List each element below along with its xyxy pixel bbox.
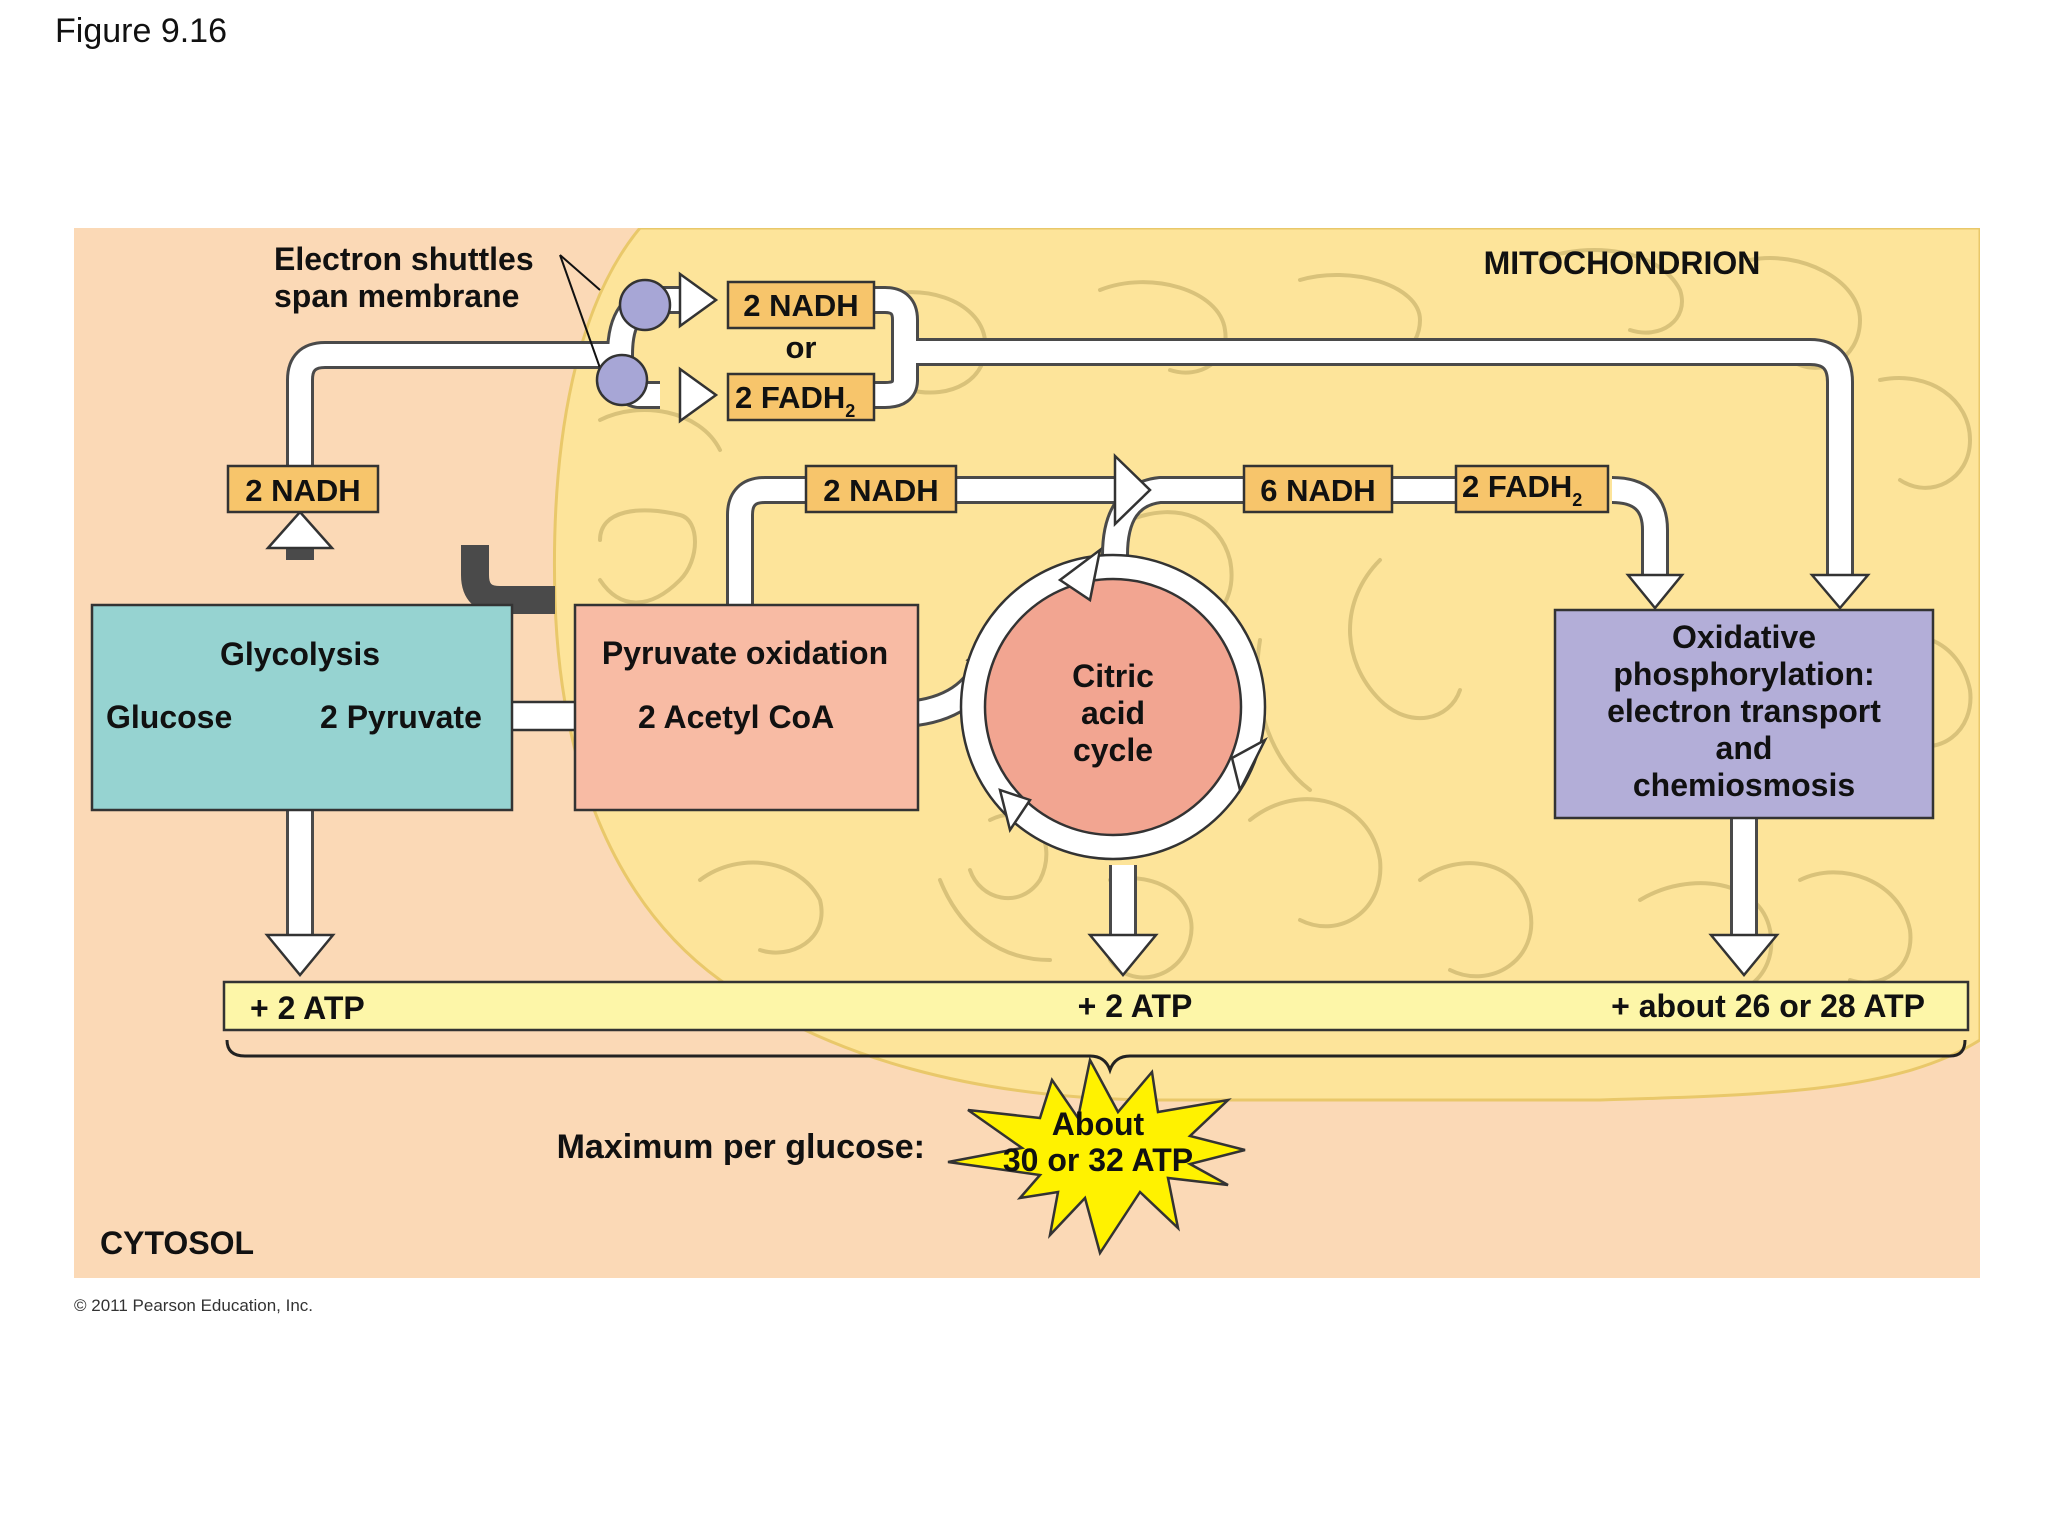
flow-tubes (286, 286, 1854, 935)
total-label: Maximum per glucose: (557, 1128, 925, 1166)
arrow-up-icon (265, 510, 335, 550)
arrow-down-icon (1087, 933, 1159, 977)
citric-nadh: 6 NADH (1260, 473, 1375, 508)
pyruvate-ox-output: 2 Acetyl CoA (638, 699, 834, 735)
glycolysis-nadh: 2 NADH (245, 473, 360, 508)
oxphos-line5: chemiosmosis (1633, 767, 1855, 803)
shuttle-circle-icon (595, 353, 649, 407)
oxphos-line2: phosphorylation: (1613, 656, 1874, 692)
citric-line2: acid (1081, 695, 1145, 731)
citric-fadh2: 2 FADH2 (1462, 469, 1582, 510)
arrow-down-icon (1708, 933, 1780, 977)
pyruvate-ox-title: Pyruvate oxidation (602, 635, 888, 671)
arrow-right-icon (678, 271, 719, 329)
copyright: © 2011 Pearson Education, Inc. (74, 1296, 314, 1315)
shuttle-label-line1: Electron shuttles (274, 241, 534, 277)
shuttle-nadh: 2 NADH (743, 288, 858, 323)
oxphos-atp: + about 26 or 28 ATP (1611, 988, 1925, 1024)
arrow-down-icon (1809, 573, 1871, 610)
cycle-arrow-icon (1057, 547, 1102, 603)
total-line1: About (1052, 1106, 1145, 1142)
atp-bar: + 2 ATP + 2 ATP + about 26 or 28 ATP (222, 980, 1970, 1032)
starburst-icon (947, 1056, 1246, 1257)
arrow-right-icon (1113, 453, 1152, 527)
oxphos-line1: Oxidative (1672, 619, 1816, 655)
glycolysis-box: Glycolysis Glucose 2 Pyruvate (90, 603, 514, 812)
oxphos-line4: and (1716, 730, 1773, 766)
pyruvate-ox-nadh: 2 NADH (823, 473, 938, 508)
cytosol-label: CYTOSOL (100, 1225, 254, 1261)
cycle-arrow-icon (998, 788, 1032, 834)
shuttle-label-line2: span membrane (274, 278, 519, 314)
shuttle-fadh2: 2 FADH2 (735, 380, 855, 421)
mitochondrion-label: MITOCHONDRION (1484, 245, 1761, 281)
glycolysis-atp: + 2 ATP (250, 990, 365, 1026)
arrow-down-icon (264, 933, 336, 977)
oxphos-line3: electron transport (1607, 693, 1881, 729)
yellow-boxes: 2 NADH 2 NADH or 2 FADH2 2 NADH 6 NADH 2… (226, 280, 1610, 514)
shuttle-circle-icon (618, 278, 672, 332)
citric-line3: cycle (1073, 732, 1153, 768)
oxidative-phosphorylation-box: Oxidative phosphorylation: electron tran… (1553, 608, 1935, 820)
glycolysis-title: Glycolysis (220, 636, 380, 672)
citric-acid-cycle: Citric acid cycle (959, 547, 1268, 861)
arrow-down-icon (1625, 573, 1685, 610)
shuttle-or: or (786, 330, 817, 365)
total-brace (225, 1039, 1967, 1075)
glycolysis-input: Glucose (106, 699, 232, 735)
glycolysis-output: 2 Pyruvate (320, 699, 482, 735)
pyruvate-oxidation-box: Pyruvate oxidation 2 Acetyl CoA (573, 603, 920, 812)
mitochondrion (553, 228, 1980, 1102)
figure-label: Figure 9.16 (55, 12, 227, 50)
shuttles (559, 254, 672, 407)
arrow-right-icon (678, 366, 719, 424)
citric-line1: Citric (1072, 658, 1154, 694)
citric-atp: + 2 ATP (1078, 988, 1193, 1024)
cycle-arrow-icon (1230, 736, 1268, 794)
total-line2: 30 or 32 ATP (1003, 1142, 1193, 1178)
